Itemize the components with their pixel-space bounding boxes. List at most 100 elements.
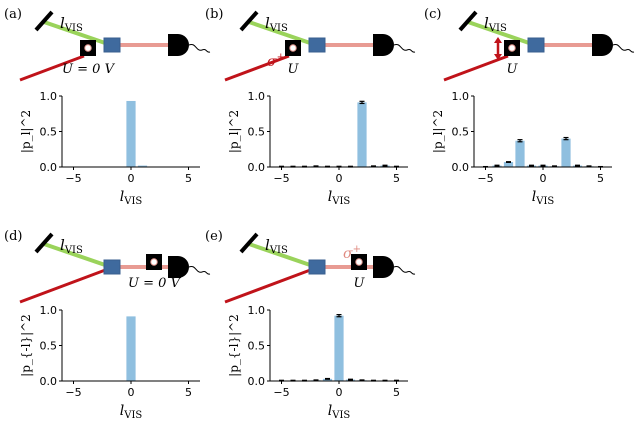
panel-label: (b) bbox=[205, 7, 223, 22]
x-axis-label: lVIS bbox=[120, 189, 143, 207]
beam-label: lVIS bbox=[60, 14, 83, 34]
x-axis-label-subscript: VIS bbox=[331, 196, 350, 207]
y-tick-label: 0.0 bbox=[40, 161, 58, 174]
y-tick-label: 0.5 bbox=[248, 126, 266, 139]
detector-cable bbox=[612, 43, 635, 53]
x-tick-label: 5 bbox=[185, 386, 192, 399]
x-axis-label: lVIS bbox=[328, 403, 351, 421]
detector bbox=[168, 34, 189, 56]
x-axis-label: lVIS bbox=[532, 189, 555, 207]
modulator-aperture bbox=[84, 44, 92, 52]
x-tick-label: 0 bbox=[336, 172, 343, 185]
vis-beam bbox=[248, 242, 314, 268]
pump-beam bbox=[443, 54, 509, 82]
crystal bbox=[308, 259, 326, 275]
pump-beam bbox=[224, 267, 314, 304]
crystal bbox=[308, 37, 326, 53]
modulator-aperture bbox=[508, 44, 516, 52]
voltage-label: U = 0 V bbox=[62, 62, 116, 77]
detector-cable bbox=[393, 265, 416, 275]
beam-label-subscript: VIS bbox=[64, 245, 83, 256]
y-tick-label: 1.0 bbox=[40, 304, 58, 317]
x-tick-label: 0 bbox=[128, 386, 135, 399]
voltage-label: U bbox=[288, 62, 300, 77]
x-tick-label: 5 bbox=[185, 172, 192, 185]
x-axis-label-subscript: VIS bbox=[123, 196, 142, 207]
detector-cable bbox=[393, 43, 416, 53]
polarization-superscript: + bbox=[353, 244, 361, 255]
detector-cable bbox=[188, 43, 211, 53]
vis-beam bbox=[43, 20, 109, 46]
x-axis-label: lVIS bbox=[328, 189, 351, 207]
polarization-superscript: + bbox=[277, 52, 285, 63]
modulator-aperture bbox=[150, 258, 158, 266]
bar bbox=[137, 165, 148, 167]
x-axis-label-subscript: VIS bbox=[123, 410, 142, 421]
setup-schematic-3: lVIS U bbox=[443, 10, 635, 82]
setup-schematic-1: lVIS U = 0 V bbox=[19, 10, 211, 82]
modulator-aperture bbox=[355, 258, 363, 266]
mirror bbox=[34, 232, 54, 254]
pump-beam bbox=[224, 54, 290, 82]
mirror bbox=[239, 232, 259, 254]
bar bbox=[334, 315, 344, 381]
modulator-aperture bbox=[289, 44, 297, 52]
x-tick-label: 0 bbox=[336, 386, 343, 399]
y-axis-label: |p_{-l}|^2 bbox=[19, 314, 33, 377]
detector bbox=[592, 34, 613, 56]
bar bbox=[126, 100, 136, 167]
beam-label-subscript: VIS bbox=[488, 23, 507, 34]
y-tick-label: 0.5 bbox=[248, 340, 266, 353]
x-tick-label: 5 bbox=[393, 386, 400, 399]
vis-beam bbox=[467, 20, 533, 46]
voltage-label: U bbox=[507, 62, 519, 77]
translation-arrow-head-down bbox=[494, 54, 502, 60]
beam-label-subscript: VIS bbox=[269, 245, 288, 256]
bar bbox=[322, 378, 333, 381]
y-tick-label: 1.0 bbox=[248, 304, 266, 317]
polarization-label: σ+ bbox=[267, 52, 285, 70]
y-tick-label: 1.0 bbox=[452, 90, 470, 103]
mirror bbox=[239, 10, 259, 32]
beam-label-subscript: VIS bbox=[64, 23, 83, 34]
x-tick-label: 0 bbox=[128, 172, 135, 185]
x-tick-label: 5 bbox=[393, 172, 400, 185]
y-tick-label: 0.5 bbox=[452, 126, 470, 139]
x-tick-label: −5 bbox=[65, 386, 81, 399]
y-tick-label: 0.5 bbox=[40, 340, 58, 353]
pump-beam bbox=[19, 54, 85, 82]
x-tick-label: −5 bbox=[273, 386, 289, 399]
panel-label: (c) bbox=[424, 7, 441, 22]
x-tick-label: −5 bbox=[65, 172, 81, 185]
pump-beam bbox=[19, 267, 109, 304]
y-axis-label: |p_l|^2 bbox=[19, 110, 33, 153]
mirror bbox=[458, 10, 478, 32]
crystal bbox=[103, 37, 121, 53]
x-axis-label-subscript: VIS bbox=[535, 196, 554, 207]
vis-beam bbox=[248, 20, 314, 46]
panel-label: (d) bbox=[4, 229, 22, 244]
x-tick-label: −5 bbox=[273, 172, 289, 185]
x-tick-label: 5 bbox=[597, 172, 604, 185]
crystal bbox=[103, 259, 121, 275]
voltage-label: U = 0 V bbox=[128, 276, 182, 291]
bar bbox=[561, 138, 571, 167]
voltage-label: U bbox=[354, 276, 366, 291]
bar bbox=[515, 140, 525, 167]
beam-label: lVIS bbox=[484, 14, 507, 34]
x-tick-label: −5 bbox=[477, 172, 493, 185]
y-tick-label: 0.0 bbox=[248, 375, 266, 388]
y-tick-label: 1.0 bbox=[40, 90, 58, 103]
translation-arrow-head-up bbox=[494, 37, 502, 43]
panel-label: (e) bbox=[205, 229, 223, 244]
bar bbox=[126, 316, 136, 381]
bar bbox=[503, 162, 514, 167]
y-tick-label: 1.0 bbox=[248, 90, 266, 103]
